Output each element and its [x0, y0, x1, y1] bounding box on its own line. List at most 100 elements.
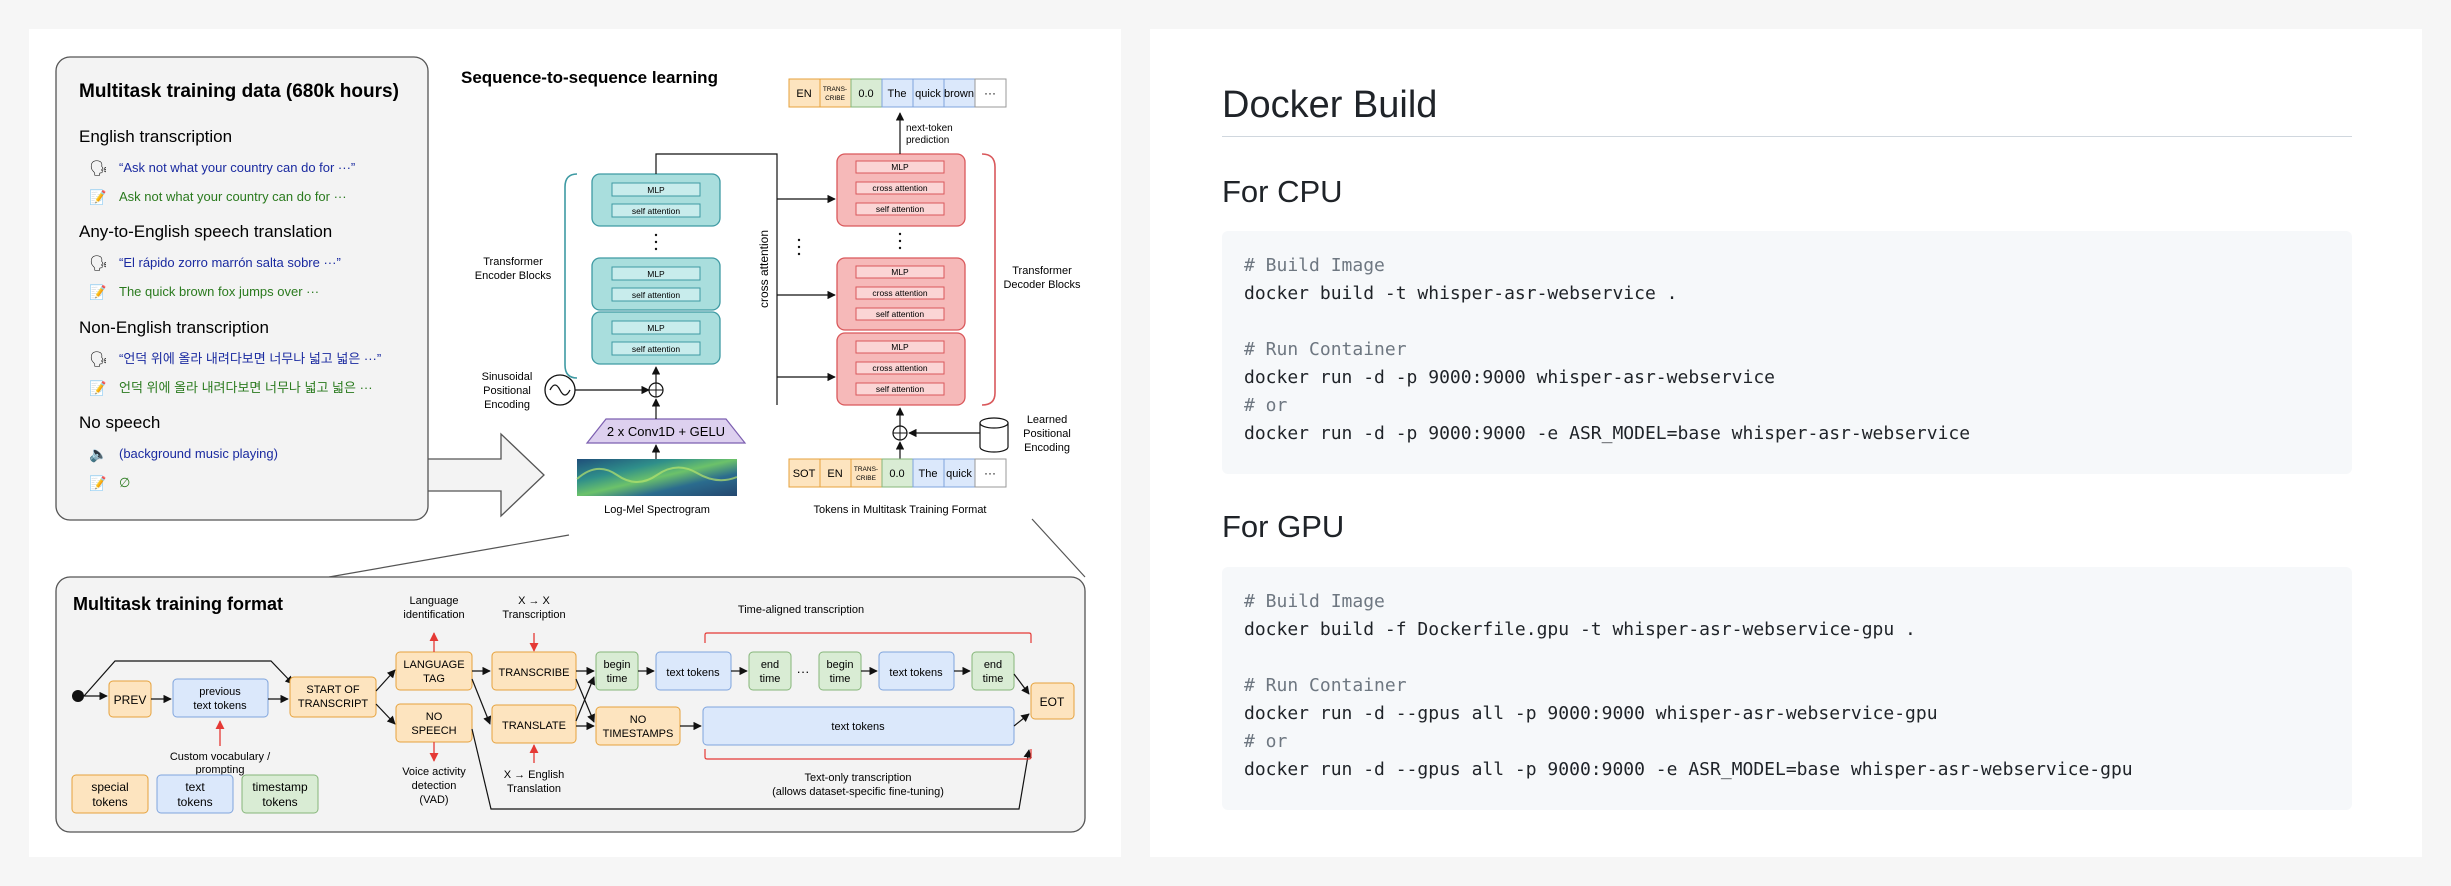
svg-text:EOT: EOT — [1040, 695, 1065, 709]
end-time-token — [971, 651, 1015, 691]
code-line: docker run -d --gpus all -p 9000:9000 wh… — [1244, 703, 1938, 724]
tokens-label: Tokens in Multitask Training Format — [813, 504, 986, 516]
section-heading: No speech — [79, 413, 160, 432]
svg-text:self attention: self attention — [632, 206, 680, 216]
conv-block — [585, 418, 747, 444]
svg-text:CRIBE: CRIBE — [825, 95, 846, 102]
transcript-text: 언덕 위에 올라 내려다보면 너무나 넓고 넓은 ··· — [119, 380, 373, 395]
page-title: Docker Build — [1222, 84, 1438, 126]
code-block-cpu[interactable]: # Build Image docker build -t whisper-as… — [1222, 231, 2352, 474]
legend-special-tokens — [71, 774, 149, 814]
code-line: docker run -d -p 9000:9000 whisper-asr-w… — [1244, 367, 1776, 388]
svg-text:text tokens: text tokens — [889, 667, 943, 679]
svg-text:EN: EN — [796, 88, 811, 100]
code-line — [1244, 308, 2352, 336]
svg-text:EN: EN — [827, 468, 842, 480]
code-line — [1244, 644, 2352, 672]
code-line: # or — [1244, 731, 1288, 752]
transcript-text: The quick brown fox jumps over ··· — [119, 284, 319, 299]
svg-text:text tokens: text tokens — [666, 667, 720, 679]
code-line: # Run Container — [1244, 339, 1407, 360]
start-of-transcript-token — [289, 676, 377, 718]
previous-text-tokens — [172, 678, 269, 718]
encoder-block: MLP self attention — [591, 173, 721, 227]
svg-text:X → X: X → X — [518, 595, 550, 607]
svg-text:SPEECH: SPEECH — [411, 725, 456, 737]
svg-text:timestamp: timestamp — [252, 780, 308, 794]
svg-text:TRANS-: TRANS- — [854, 466, 878, 473]
memo-icon: 📝 — [89, 284, 106, 301]
svg-text:Text-only transcription: Text-only transcription — [805, 772, 912, 784]
output-token-row: EN TRANS- CRIBE 0.0 The quick brown ··· — [788, 78, 1007, 108]
svg-text:Voice activity: Voice activity — [402, 766, 466, 778]
svg-text:NO: NO — [426, 711, 443, 723]
audio-text: “El rápido zorro marrón salta sobre ···” — [119, 255, 341, 270]
speaking-head-icon: 🗣 — [89, 160, 108, 177]
code-line: docker build -t whisper-asr-webservice . — [1244, 283, 1678, 304]
diagram-panel: Multitask training data (680k hours) Eng… — [29, 29, 1121, 857]
svg-text:time: time — [983, 673, 1004, 685]
memo-icon: 📝 — [89, 380, 106, 397]
svg-text:NO: NO — [630, 714, 647, 726]
svg-text:TIMESTAMPS: TIMESTAMPS — [603, 728, 674, 740]
svg-text:prompting: prompting — [196, 764, 245, 776]
decoder-block: MLP cross attention self attention — [836, 332, 966, 406]
decoder-label: Transformer — [1012, 265, 1072, 277]
encoder-block: MLP self attention — [591, 311, 721, 365]
svg-text:LANGUAGE: LANGUAGE — [403, 659, 464, 671]
svg-text:X → English: X → English — [504, 769, 565, 781]
decoder-block: MLP cross attention self attention — [836, 153, 966, 227]
decoder-block: MLP cross attention self attention — [836, 257, 966, 331]
svg-text:TRANSCRIBE: TRANSCRIBE — [499, 667, 570, 679]
svg-text:MLP: MLP — [647, 185, 665, 195]
docs-panel: Docker Build For CPU # Build Image docke… — [1150, 29, 2422, 857]
svg-text:Translation: Translation — [507, 783, 561, 795]
svg-text:detection: detection — [412, 780, 457, 792]
svg-text:SOT: SOT — [793, 468, 816, 480]
svg-text:MLP: MLP — [891, 342, 909, 352]
spectrogram-label: Log-Mel Spectrogram — [604, 504, 710, 516]
encoder-label: Transformer — [483, 256, 543, 268]
svg-text:end: end — [984, 659, 1002, 671]
section-heading-gpu: For GPU — [1222, 509, 1345, 544]
svg-text:Time-aligned transcription: Time-aligned transcription — [738, 604, 864, 616]
speaker-icon: 🔈 — [89, 446, 108, 463]
svg-text:begin: begin — [827, 659, 854, 671]
section-heading: Non-English transcription — [79, 318, 269, 337]
legend-timestamp-tokens — [241, 774, 319, 814]
svg-text:···: ··· — [984, 466, 996, 480]
svg-text:cross attention: cross attention — [872, 363, 928, 373]
svg-text:begin: begin — [604, 659, 631, 671]
input-token-row: SOT EN TRANS- CRIBE 0.0 The quick ··· — [788, 458, 1007, 488]
svg-text:text tokens: text tokens — [831, 721, 885, 733]
svg-text:identification: identification — [403, 609, 464, 621]
audio-text: “언덕 위에 올라 내려다보면 너무나 넓고 넓은 ···” — [119, 351, 381, 366]
code-block-gpu[interactable]: # Build Image docker build -f Dockerfile… — [1222, 567, 2352, 810]
svg-text:tokens: tokens — [262, 795, 297, 809]
legend-text-tokens — [156, 774, 234, 814]
svg-text:self attention: self attention — [876, 204, 924, 214]
svg-text:self attention: self attention — [876, 384, 924, 394]
svg-text:START OF: START OF — [306, 684, 359, 696]
svg-text:TRANSCRIPT: TRANSCRIPT — [298, 698, 369, 710]
svg-text:cross attention: cross attention — [872, 183, 928, 193]
seq2seq-title: Sequence-to-sequence learning — [461, 68, 718, 87]
database-icon — [979, 417, 1009, 453]
data-box-title: Multitask training data (680k hours) — [79, 81, 399, 102]
training-format-box: Multitask training format PREV previous … — [55, 576, 1086, 833]
spectrogram-image — [577, 459, 737, 496]
svg-text:quick: quick — [915, 88, 941, 100]
svg-text:MLP: MLP — [647, 323, 665, 333]
code-line: # Run Container — [1244, 675, 1407, 696]
svg-text:Language: Language — [410, 595, 459, 607]
transcript-text: Ask not what your country can do for ··· — [119, 189, 347, 204]
svg-text:prediction: prediction — [906, 135, 949, 146]
svg-text:0.0: 0.0 — [889, 468, 904, 480]
svg-text:The: The — [888, 88, 907, 100]
svg-text:···: ··· — [984, 86, 996, 100]
svg-text:TRANSLATE: TRANSLATE — [502, 720, 566, 732]
svg-text:(allows dataset-specific fine-: (allows dataset-specific fine-tuning) — [772, 786, 944, 798]
audio-text: (background music playing) — [119, 446, 278, 461]
svg-text:MLP: MLP — [891, 162, 909, 172]
svg-text:cross attention: cross attention — [872, 288, 928, 298]
